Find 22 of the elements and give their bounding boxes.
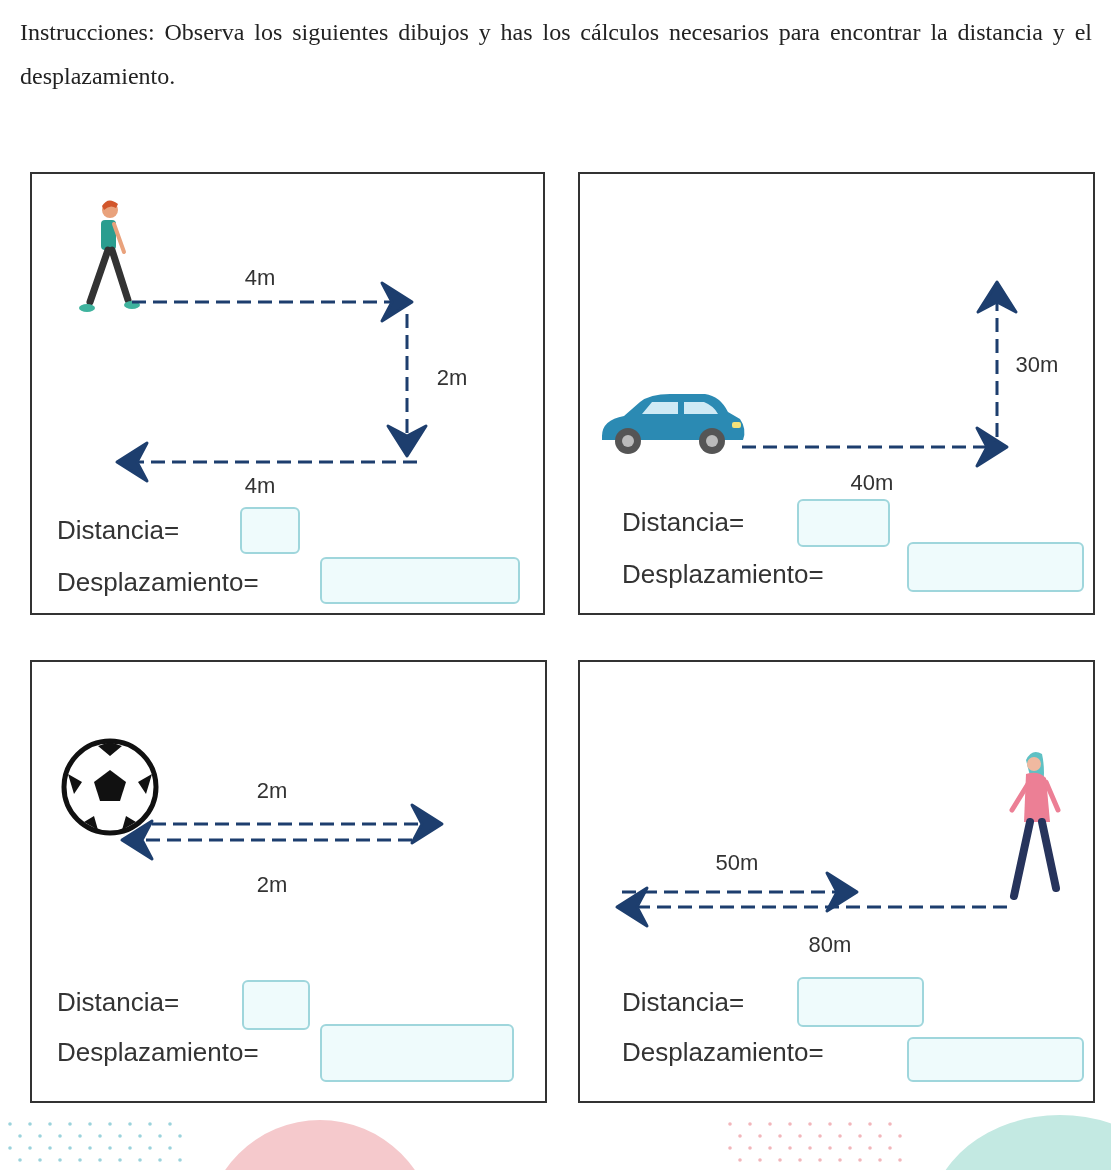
question-label: Desplazamiento= [622, 557, 824, 591]
question-label: Distancia= [57, 985, 180, 1019]
question-label: Distancia= [622, 985, 745, 1019]
measure-label: 2m [436, 363, 468, 392]
measure-label: 4m [244, 471, 276, 500]
measure-label: 4m [244, 263, 276, 292]
question-label: Distancia= [57, 513, 180, 547]
exercise-panel [30, 660, 547, 1103]
measure-label: 40m [850, 468, 894, 497]
exercise-panel [30, 172, 545, 615]
measure-label: 80m [808, 930, 852, 959]
measure-label: 2m [256, 870, 288, 899]
question-label: Distancia= [622, 505, 745, 539]
measure-label: 50m [715, 848, 759, 877]
exercise-panel [578, 660, 1095, 1103]
question-label: Desplazamiento= [57, 565, 259, 599]
question-label: Desplazamiento= [622, 1035, 824, 1069]
instructions-text: Instrucciones: Observa los siguientes dibujos y has los cálculos necesarios para encontrar la distancia y el desplazamiento. [20, 18, 1092, 91]
measure-label: 2m [256, 776, 288, 805]
exercise-panel [578, 172, 1095, 615]
question-label: Desplazamiento= [57, 1035, 259, 1069]
measure-label: 30m [1015, 350, 1059, 379]
